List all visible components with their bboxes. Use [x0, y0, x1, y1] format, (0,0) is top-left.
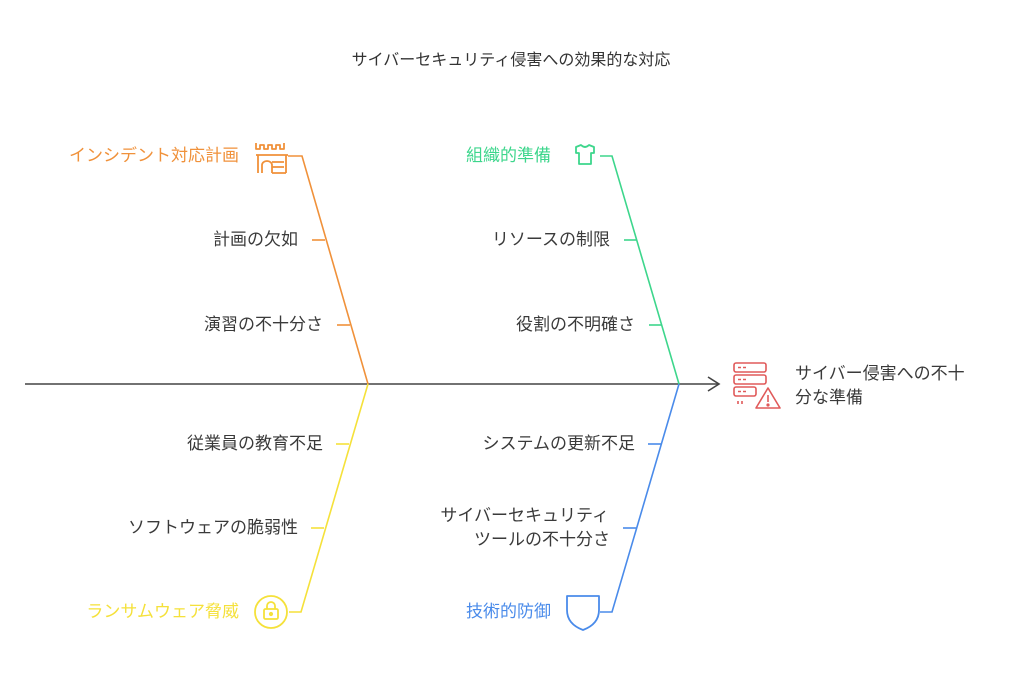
category-tech-defense: 技術的防御 [466, 602, 551, 622]
cause-insufficient-drills: 演習の不十分さ [204, 315, 323, 335]
cause-security-tools-line1: サイバーセキュリティ [440, 506, 609, 526]
castle-icon [255, 143, 288, 174]
cause-software-vulnerability: ソフトウェアの脆弱性 [128, 518, 298, 538]
spine-arrowhead [707, 376, 721, 392]
category-ransomware: ランサムウェア脅威 [86, 602, 239, 622]
bone-incident-plan [288, 155, 369, 385]
cause-security-tools-line2: ツールの不十分さ [474, 530, 610, 550]
effect-label-line2: 分な準備 [795, 388, 863, 408]
diagram-title: サイバーセキュリティ侵害への効果的な対応 [351, 50, 671, 69]
category-incident-plan: インシデント対応計画 [69, 146, 239, 166]
bone-ransomware [289, 383, 369, 613]
bone-org-prep [600, 155, 680, 385]
server-alert-icon [733, 362, 781, 409]
shirt-icon [575, 144, 595, 165]
cause-unclear-roles: 役割の不明確さ [516, 315, 635, 335]
effect-label-line1: サイバー侵害への不十 [795, 364, 965, 384]
category-org-prep: 組織的準備 [466, 146, 551, 166]
cause-system-updates: システムの更新不足 [482, 434, 636, 454]
cause-employee-training: 従業員の教育不足 [187, 434, 323, 454]
shield-icon [566, 595, 600, 631]
cause-lack-of-plan: 計画の欠如 [213, 230, 298, 250]
cause-resource-limits: リソースの制限 [491, 230, 610, 250]
lock-icon [254, 595, 288, 629]
bone-tech-defense [600, 383, 680, 613]
